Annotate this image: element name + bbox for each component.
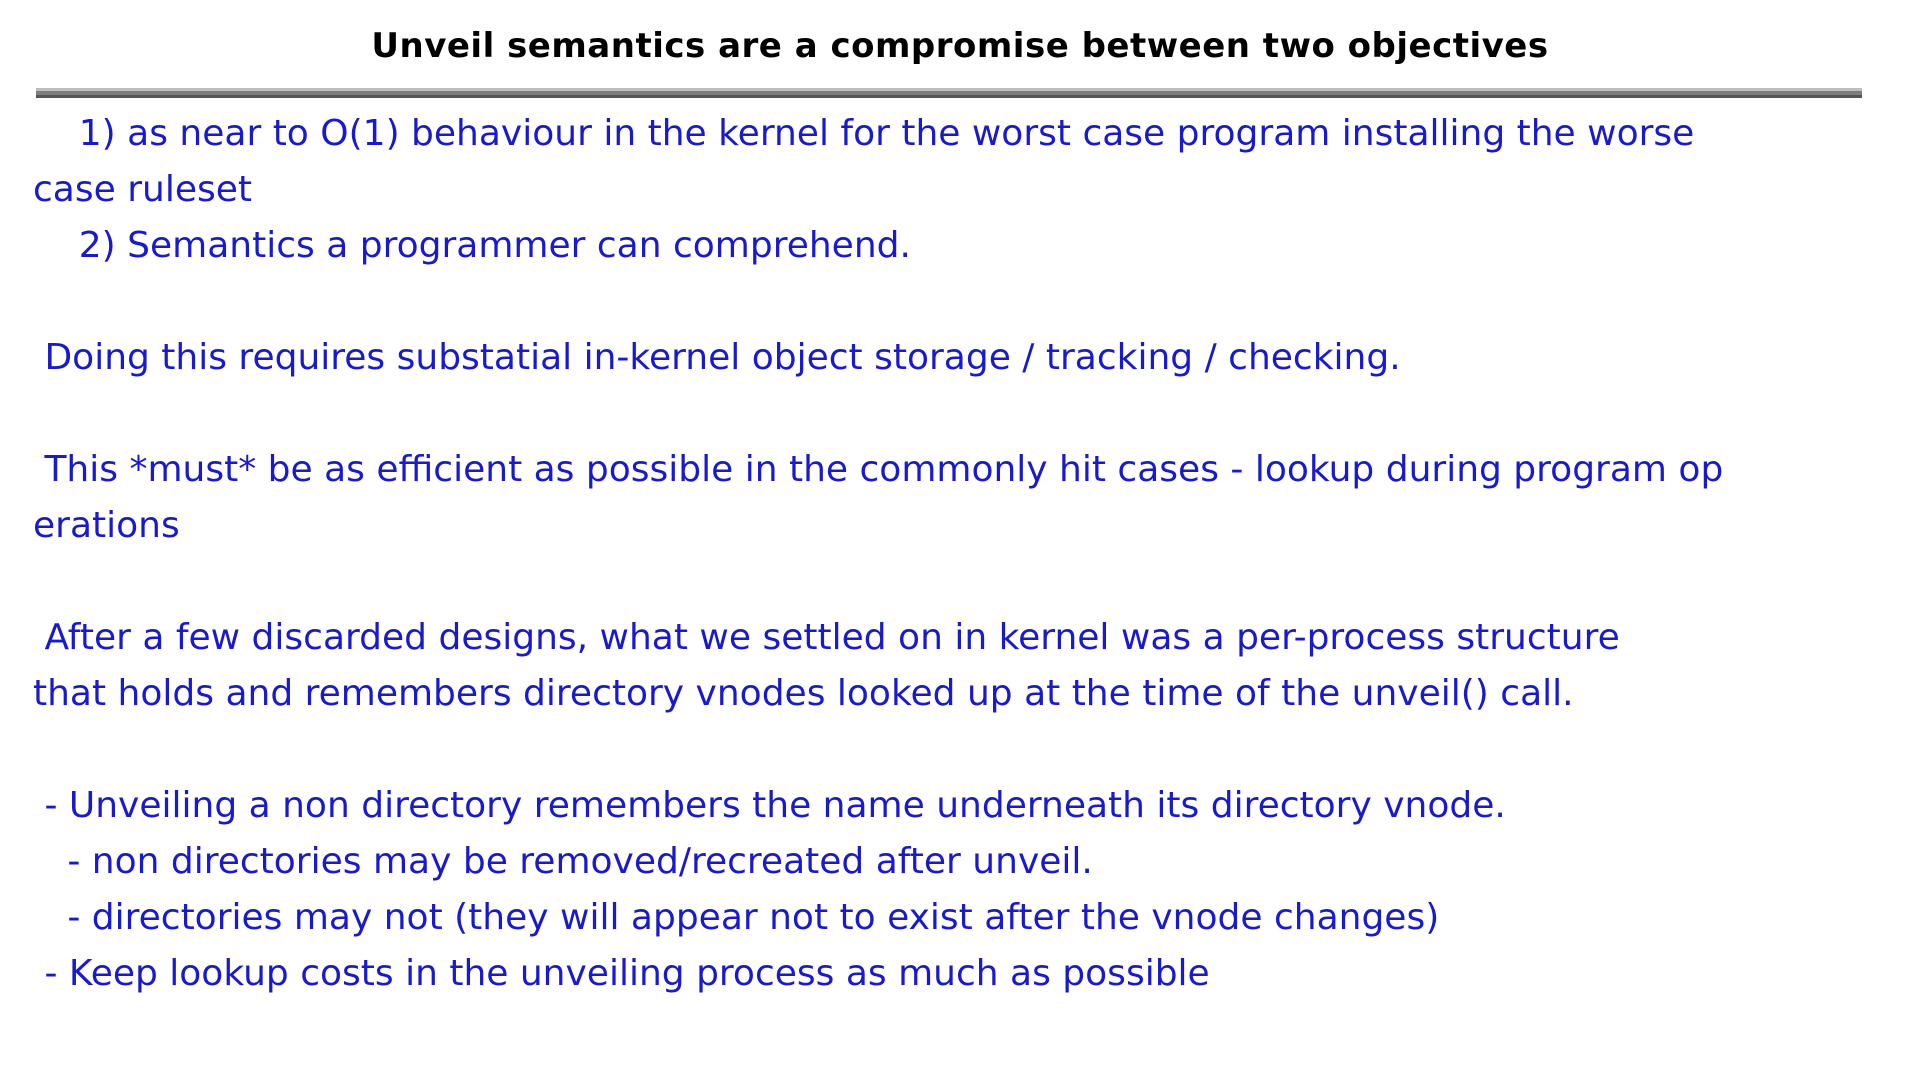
body-line: - Unveiling a non directory remembers th…: [33, 785, 1506, 826]
body-line: After a few discarded designs, what we s…: [33, 617, 1620, 658]
body-line: This *must* be as efficient as possible …: [33, 449, 1724, 490]
body-line: - directories may not (they will appear …: [33, 897, 1440, 938]
body-line-blank: [33, 554, 1920, 610]
body-line: 2) Semantics a programmer can comprehend…: [33, 225, 911, 266]
body-line: Doing this requires substatial in-kernel…: [33, 337, 1401, 378]
slide-title: Unveil semantics are a compromise betwee…: [371, 26, 1549, 66]
body-line: erations: [33, 505, 180, 546]
body-line-blank: [33, 274, 1920, 330]
body-line-blank: [33, 386, 1920, 442]
title-separator-line: [36, 88, 1862, 98]
body-line: - non directories may be removed/recreat…: [33, 841, 1093, 882]
body-line: - Keep lookup costs in the unveiling pro…: [33, 953, 1210, 994]
body-line: that holds and remembers directory vnode…: [33, 673, 1574, 714]
slide-body: 1) as near to O(1) behaviour in the kern…: [0, 98, 1920, 1002]
body-line-blank: [33, 722, 1920, 778]
body-line: case ruleset: [33, 169, 252, 210]
body-line: 1) as near to O(1) behaviour in the kern…: [33, 113, 1695, 154]
